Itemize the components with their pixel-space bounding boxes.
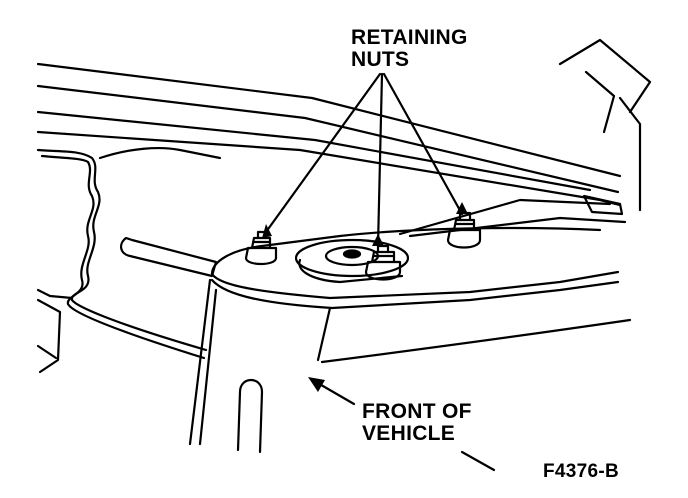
front-arrow: [314, 380, 496, 472]
figure-id-label: F4376-B: [543, 461, 620, 482]
front-arrow-head: [308, 377, 325, 392]
label-line: RETAINING: [351, 26, 468, 49]
label-line: VEHICLE: [362, 422, 456, 445]
inner-fender-apron: [36, 146, 222, 374]
left-bracket: [120, 236, 218, 278]
leader-lines: [264, 72, 464, 248]
label-line: FRONT OF: [362, 400, 472, 423]
front-of-vehicle-label: FRONT OF VEHICLE: [362, 401, 472, 445]
retaining-nut: [446, 211, 482, 249]
tower-slot: [236, 378, 264, 454]
center-mount: [294, 238, 410, 284]
retaining-nut: [244, 230, 278, 266]
leader-arrow-head: [372, 234, 384, 246]
upper-body-rails: [36, 38, 652, 216]
leader-arrow-head: [262, 224, 272, 238]
strut-tower: [188, 198, 632, 446]
retaining-nuts-label: RETAINING NUTS: [351, 27, 468, 71]
leader-arrow-head: [456, 202, 468, 214]
label-line: NUTS: [351, 48, 410, 71]
